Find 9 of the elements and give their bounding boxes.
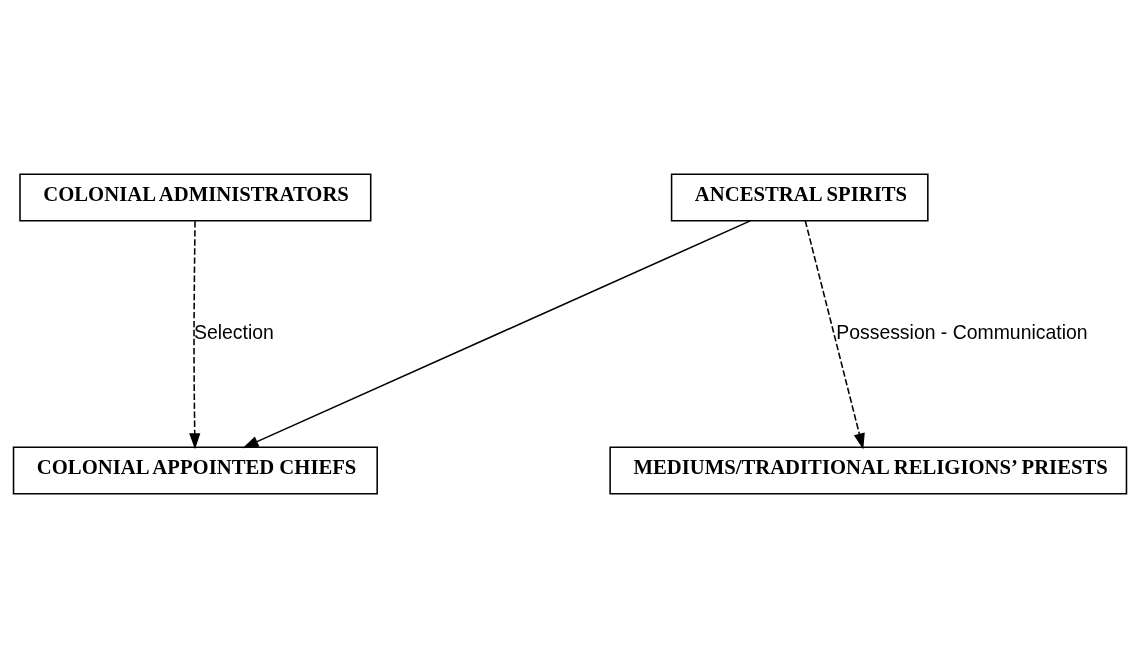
edge-label: Possession - Communication xyxy=(836,320,1088,343)
node-box: ANCESTRAL SPIRITS xyxy=(670,173,929,222)
arrow xyxy=(242,220,751,449)
node-box: COLONIAL APPOINTED CHIEFS xyxy=(12,446,378,495)
node-box: MEDIUMS/TRADITIONAL RELIGIONS’ PRIESTS xyxy=(609,446,1128,495)
node-box: COLONIAL ADMINISTRATORS xyxy=(19,173,372,222)
edge-label: Selection xyxy=(194,320,274,343)
arrow xyxy=(804,220,865,450)
arrow xyxy=(189,220,201,450)
